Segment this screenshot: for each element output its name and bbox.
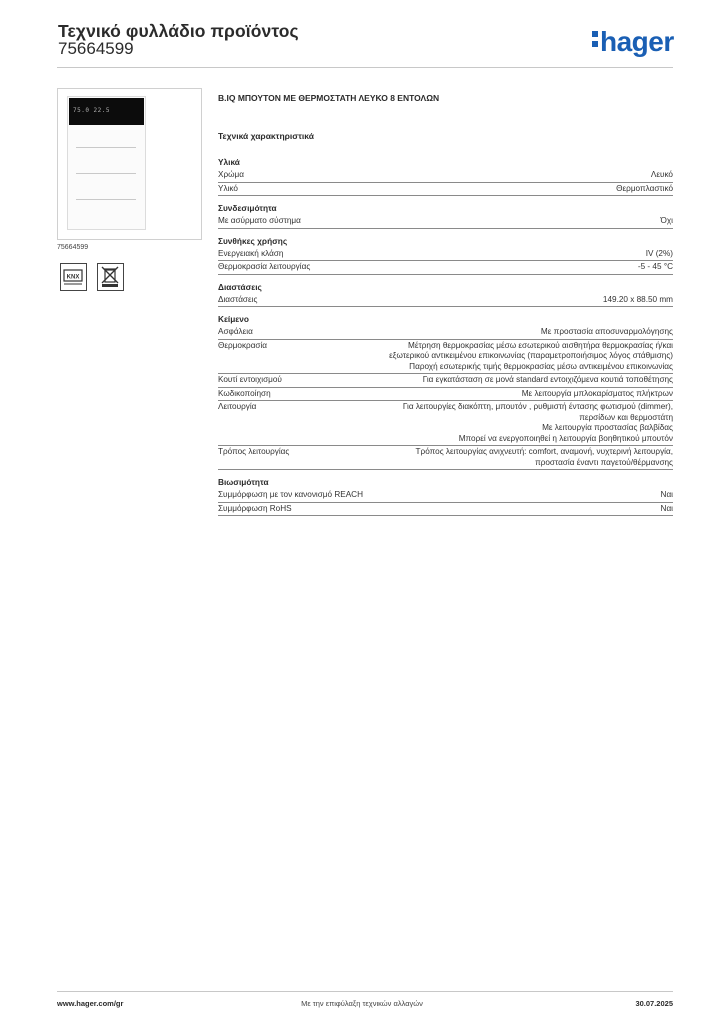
button-divider <box>76 199 136 200</box>
spec-value: Με προστασία αποσυναρμολόγησης <box>541 327 673 338</box>
spec-label: Διαστάσεις <box>218 294 258 304</box>
footer-date: 30.07.2025 <box>635 999 673 1008</box>
spec-value: Θερμοπλαστικό <box>616 184 673 195</box>
section-title: Διαστάσεις <box>218 281 262 292</box>
page-title: Τεχνικό φυλλάδιο προϊόντος <box>58 21 299 41</box>
spec-label: Με ασύρματο σύστημα <box>218 216 301 225</box>
product-image: 75.0 22.5 <box>57 88 202 240</box>
spec-value-line: Για εγκατάσταση σε μονά standard εντοιχι… <box>422 375 673 384</box>
footer-note: Με την επιφύλαξη τεχνικών αλλαγών <box>301 999 423 1008</box>
spec-value-line: -5 - 45 °C <box>637 262 673 271</box>
spec-row: Κωδικοποίηση Με λειτουργία μπλοκαρίσματος… <box>218 388 673 401</box>
spec-value-line: Ναι <box>660 490 673 499</box>
spec-row: Κουτί εντοιχισμού Για εγκατάσταση σε μονά… <box>218 374 673 388</box>
spec-value: IV (2%) <box>646 249 673 260</box>
spec-row: Ενεργειακή κλάση IV (2%) <box>218 248 673 261</box>
spec-value-line: Μέτρηση θερμοκρασίας μέσω εσωτερικού αισ… <box>408 340 673 350</box>
spec-value-line: Ναι <box>660 503 673 513</box>
spec-row: Ασφάλεια Με προστασία αποσυναρμολόγησης <box>218 326 673 340</box>
section-title: Συνδεσιμότητα <box>218 203 277 213</box>
spec-label: Ασφάλεια <box>218 327 253 336</box>
spec-value-line: Με προστασία αποσυναρμολόγησης <box>540 327 673 336</box>
spec-value-line: Τρόπος λειτουργίας ανιχνευτή: comfort, α… <box>415 447 673 456</box>
header-divider <box>57 67 673 68</box>
product-ref: 75664599 <box>57 244 89 251</box>
spec-value: Τρόπος λειτουργίας ανιχνευτή: comfort, α… <box>416 447 673 468</box>
spec-label: Χρώμα <box>218 170 244 179</box>
spec-row: Με ασύρματο σύστημα Όχι <box>218 215 673 229</box>
button-divider <box>76 173 136 174</box>
spec-label: Ενεργειακή κλάση <box>218 248 284 258</box>
weee-bin-icon <box>97 263 124 291</box>
knx-certification-icon: KNX <box>60 263 87 291</box>
spec-value-line: Με λειτουργία μπλοκαρίσματος πλήκτρων <box>521 388 673 398</box>
footer-website-link[interactable]: www.hager.com/gr <box>57 999 124 1008</box>
spec-value: Ναι <box>661 504 673 515</box>
display-readout: 75.0 22.5 <box>73 107 111 114</box>
spec-value-line: προστασία έναντι παγετού/θέρμανσης <box>535 457 673 467</box>
spec-row: Τρόπος λειτουργίας Τρόπος λειτουργίας ανι… <box>218 446 673 470</box>
spec-label: Υλικό <box>218 183 238 193</box>
spec-row: Θερμοκρασία λειτουργίας -5 - 45 °C <box>218 261 673 275</box>
spec-label: Κουτί εντοιχισμού <box>218 375 282 384</box>
spec-label: Λειτουργία <box>218 402 257 411</box>
spec-value-line: εξωτερικού αντικειμένου επικοινωνίας (πα… <box>389 351 673 360</box>
spec-row: Συμμόρφωση RoHS Ναι <box>218 503 673 516</box>
section-title: Συνθήκες χρήσης <box>218 235 288 246</box>
spec-value-line: Θερμοπλαστικό <box>616 183 673 193</box>
spec-value-line: Παροχή εσωτερικής τιμής θερμοκρασίας μέσ… <box>409 361 673 371</box>
thermostat-plate: 75.0 22.5 <box>67 96 146 230</box>
spec-row: Λειτουργία Για λειτουργίες διακόπτη, μπου… <box>218 401 673 446</box>
spec-label: Θερμοκρασία <box>218 340 268 350</box>
spec-value: Για εγκατάσταση σε μονά standard εντοιχι… <box>423 375 673 386</box>
section-title: Βιωσιμότητα <box>218 477 269 487</box>
spec-label: Συμμόρφωση RoHS <box>218 503 292 513</box>
button-divider <box>76 147 136 148</box>
hager-logo[interactable]: hager <box>592 27 674 57</box>
section-title: Υλικά <box>218 157 240 167</box>
spec-row: Υλικό Θερμοπλαστικό <box>218 183 673 196</box>
product-number: 75664599 <box>58 39 134 58</box>
spec-value: Με λειτουργία μπλοκαρίσματος πλήκτρων <box>522 389 673 400</box>
spec-value: Για λειτουργίες διακόπτη, μπουτόν , ρυθμ… <box>403 402 673 444</box>
spec-row: Διαστάσεις 149.20 x 88.50 mm <box>218 294 673 307</box>
spec-row: Συμμόρφωση με τον κανονισμό REACH Ναι <box>218 489 673 503</box>
spec-label: Θερμοκρασία λειτουργίας <box>218 262 311 271</box>
spec-value: Λευκό <box>651 170 673 181</box>
logo-text: hager <box>600 26 674 57</box>
footer-divider <box>57 991 673 992</box>
spec-value-line: περσίδων και θερμοστάτη <box>579 412 673 422</box>
spec-label: Τρόπος λειτουργίας <box>218 447 290 456</box>
spec-value: Ναι <box>661 490 673 501</box>
thermostat-display: 75.0 22.5 <box>69 98 144 125</box>
spec-value: 149.20 x 88.50 mm <box>603 295 673 306</box>
spec-value: Όχι <box>661 216 673 227</box>
spec-row: Θερμοκρασία Μέτρηση θερμοκρασίας μέσω εσω… <box>218 340 673 374</box>
svg-text:KNX: KNX <box>67 275 80 281</box>
spec-label: Κωδικοποίηση <box>218 388 271 398</box>
logo-dots-icon <box>592 31 599 49</box>
spec-value-line: Λευκό <box>650 170 673 179</box>
spec-value-line: Για λειτουργίες διακόπτη, μπουτόν , ρυθμ… <box>402 402 673 411</box>
spec-value-line: 149.20 x 88.50 mm <box>602 294 673 304</box>
spec-value-line: Με λειτουργία προστασίας βαλβίδας <box>542 423 673 432</box>
section-title: Κείμενο <box>218 314 249 324</box>
spec-value-line: IV (2%) <box>645 248 673 258</box>
product-title: B.IQ ΜΠΟΥΤΟΝ ΜΕ ΘΕΡΜΟΣΤΑΤΗ ΛΕΥΚΟ 8 ΕΝΤΟΛ… <box>218 93 440 103</box>
spec-value-line: Όχι <box>660 216 673 225</box>
spec-value: Μέτρηση θερμοκρασίας μέσω εσωτερικού αισ… <box>389 341 673 373</box>
spec-value-line: Μπορεί να ενεργοποιηθεί η λειτουργία βοη… <box>458 433 673 443</box>
tech-heading: Τεχνικά χαρακτηριστικά <box>218 131 314 141</box>
spec-label: Συμμόρφωση με τον κανονισμό REACH <box>218 490 363 499</box>
spec-value: -5 - 45 °C <box>638 262 673 273</box>
specs-content: B.IQ ΜΠΟΥΤΟΝ ΜΕ ΘΕΡΜΟΣΤΑΤΗ ΛΕΥΚΟ 8 ΕΝΤΟΛ… <box>218 93 673 516</box>
spec-row: Χρώμα Λευκό <box>218 169 673 183</box>
